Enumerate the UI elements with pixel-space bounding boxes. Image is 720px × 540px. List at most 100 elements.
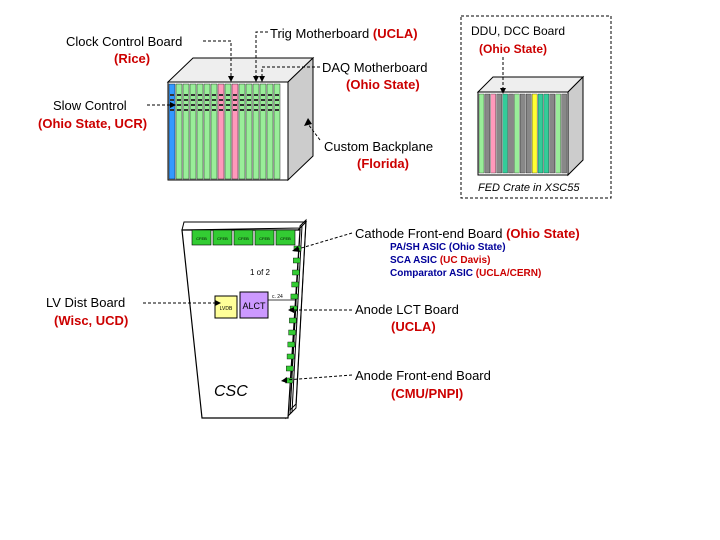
slot-connector [205,99,209,101]
cathode-feb-leader [297,232,353,250]
slot-connector [254,104,258,106]
slot-connector [240,99,244,101]
fed-slot-card [561,93,567,174]
fed-slot-card [526,93,532,174]
crate-slots [168,83,281,180]
slot-connector [233,99,237,101]
asic-pash-org: (Ohio State) [448,242,506,253]
cfeb-label: CFEB [259,236,270,241]
fed-slot-card [514,93,520,174]
crate-slot-card [210,83,218,180]
fed-slots [478,93,567,174]
crate-slot-card [168,83,176,180]
slot-connector [212,94,216,96]
crate-slot-card [175,83,183,180]
slot-connector [198,94,202,96]
daq-motherboard-leader [261,66,320,76]
slot-connector [205,109,209,111]
alct-box [239,291,269,319]
fed-crate-frame [460,15,612,199]
crate-slot-card [217,83,225,180]
afeb-chip [286,353,295,360]
lv-dist-org: (Wisc, UCD) [54,313,129,328]
crate-slot-card [238,83,246,180]
fed-slot-card [520,93,526,174]
fed-slot-card [502,93,508,174]
slow-control-org: (Ohio State, UCR) [38,116,148,131]
trig-motherboard-name: Trig Motherboard [270,26,370,41]
slot-connector [247,104,251,106]
slot-connector [233,104,237,106]
afeb-chip [290,293,299,300]
afeb-chip [292,269,300,276]
crate-slot-card [203,83,211,180]
slot-connector [212,99,216,101]
afeb-chip [287,341,296,348]
fed-slot-card [496,93,502,174]
slot-connector [240,104,244,106]
afeb-chip [288,329,296,336]
crate-slot-card [273,83,281,180]
asic-sca-org: (UC Davis) [439,255,491,266]
cfeb-box [275,229,296,246]
slot-connector [177,109,181,111]
fed-slot-card [478,93,485,174]
cfeb-label: CFEB [196,236,207,241]
slot-connector [191,99,195,101]
slot-connector [240,94,244,96]
slot-connector [268,104,272,106]
fed-crate-top [476,76,585,93]
slot-connector [254,109,258,111]
custom-backplane-label: Custom Backplane [324,139,434,154]
anode-feb-leader [285,374,353,381]
cfeb-box [254,229,275,246]
afeb-chip [289,317,297,324]
clock-control-label: Clock Control Board [66,34,183,49]
anode-feb-org: (CMU/PNPI) [391,386,464,401]
cable-label: c. 24 [272,294,283,300]
crate-slot-card [196,83,204,180]
slot-connector [226,99,230,101]
fed-crate-side [567,75,584,177]
csc-title: CSC [214,383,248,400]
fed-slot-card [508,93,514,174]
fed-slot-card [531,93,538,174]
slot-connector [268,94,272,96]
asic-pash: PA/SH ASIC (Ohio State) [390,242,506,253]
slot-connector [212,109,216,111]
asic-comparator-name: Comparator ASIC [390,268,473,279]
slot-connector [170,109,174,111]
cfeb-box [212,229,233,246]
slot-connector [184,109,188,111]
crate-slot-card [259,83,267,180]
alct-label: ALCT [242,301,266,311]
custom-backplane-org: (Florida) [357,156,409,171]
slot-connector [170,99,174,101]
cathode-feb-name: Cathode Front-end Board [355,226,503,241]
slot-connector [205,104,209,106]
slot-connector [226,109,230,111]
crate-slot-card [189,83,197,180]
slot-connector [191,109,195,111]
lvdb-label: LVDB [220,306,233,312]
asic-sca-name: SCA ASIC [390,255,438,266]
asic-comparator: Comparator ASIC (UCLA/CERN) [390,268,541,279]
trig-motherboard-leader [255,31,268,76]
clock-control-leader [203,40,232,76]
custom-backplane-leader [307,123,321,141]
fed-slot-card [490,93,496,174]
cathode-feb-label: Cathode Front-end Board (Ohio State) [355,226,580,241]
crate-slot-card [231,83,239,180]
slot-connector [205,94,209,96]
cfeb-box [233,229,254,246]
cathode-feb-org: (Ohio State) [506,226,580,241]
slot-connector [261,99,265,101]
slot-connector [275,94,279,96]
one-of-two-label: 1 of 2 [250,268,271,277]
slot-connector [275,99,279,101]
ddu-dcc-org: (Ohio State) [479,42,547,56]
slot-connector [254,94,258,96]
slot-connector [247,99,251,101]
